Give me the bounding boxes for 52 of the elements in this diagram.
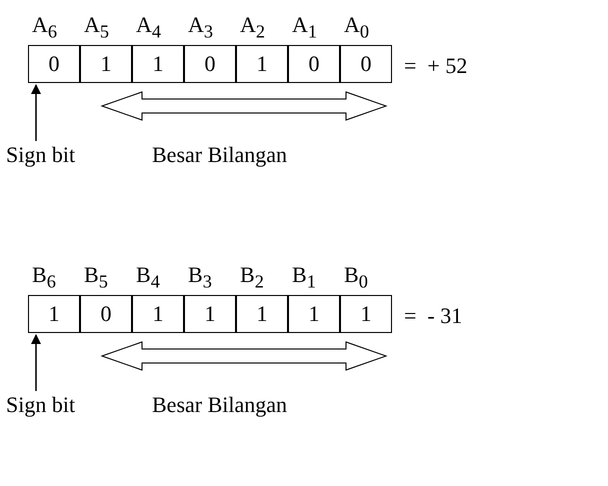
bit-index-label: A$_{0}$ [344, 14, 370, 41]
bit-cell [184, 45, 236, 83]
double-arrow [100, 341, 388, 371]
sign-bit-label: Sign bit [6, 144, 76, 166]
bit-index-label: B$_{4}$ [136, 264, 160, 291]
value-label: = - 31 [404, 305, 462, 327]
bit-cell [28, 45, 80, 83]
bit-value: 0 [360, 53, 372, 75]
bit-value: 0 [48, 53, 60, 75]
bit-value: 1 [100, 53, 112, 75]
bit-value: 0 [204, 53, 216, 75]
bit-index-label: B$_{6}$ [32, 264, 56, 291]
bit-value: 1 [308, 303, 320, 325]
bit-cell [236, 45, 288, 83]
bit-value: 1 [152, 53, 164, 75]
bit-value: 1 [48, 303, 60, 325]
bit-cell [184, 295, 236, 333]
bit-index-label: A$_{1}$ [292, 14, 318, 41]
bit-index-label: A$_{4}$ [136, 14, 162, 41]
bit-cell [340, 45, 392, 83]
bit-cell [288, 295, 340, 333]
arrow [31, 334, 41, 391]
bit-index-label: B$_{5}$ [84, 264, 108, 291]
bit-index-label: A$_{3}$ [188, 14, 214, 41]
arrow [31, 84, 41, 141]
magnitude-label: Besar Bilangan [152, 144, 288, 166]
double-arrow [100, 91, 388, 121]
bit-cell [236, 295, 288, 333]
bit-value: 0 [100, 303, 112, 325]
bit-cell [340, 295, 392, 333]
bit-index-label: B$_{3}$ [188, 264, 212, 291]
bit-value: 1 [256, 53, 268, 75]
bit-value: 1 [204, 303, 216, 325]
bit-value: 1 [360, 303, 372, 325]
bit-value: 0 [308, 53, 320, 75]
bit-index-label: B$_{1}$ [292, 264, 316, 291]
bit-cell [28, 295, 80, 333]
bit-index-label: B$_{0}$ [344, 264, 368, 291]
bit-cell [132, 295, 184, 333]
bit-index-label: A$_{2}$ [240, 14, 266, 41]
magnitude-label: Besar Bilangan [152, 394, 288, 416]
bit-index-label: A$_{5}$ [84, 14, 110, 41]
bit-cell [80, 45, 132, 83]
sign-bit-label: Sign bit [6, 394, 76, 416]
value-label: = + 52 [404, 55, 468, 77]
bit-index-label: B$_{2}$ [240, 264, 264, 291]
bit-cell [132, 45, 184, 83]
bit-value: 1 [256, 303, 268, 325]
bit-index-label: A$_{6}$ [32, 14, 58, 41]
bit-value: 1 [152, 303, 164, 325]
bit-cell [80, 295, 132, 333]
bit-cell [288, 45, 340, 83]
